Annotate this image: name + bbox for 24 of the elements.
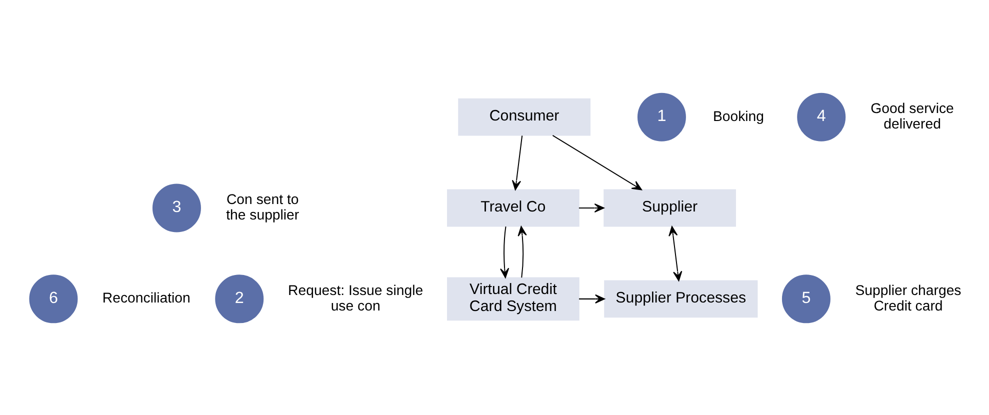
- node-box: Supplier: [603, 188, 736, 226]
- node-circle: 2: [214, 274, 264, 323]
- arrow: [511, 135, 522, 190]
- arrow: [500, 226, 509, 278]
- node-circle: 1: [636, 92, 686, 141]
- arrow: [578, 294, 604, 304]
- node-circle: 4: [796, 92, 846, 141]
- node-label: Con sent to the supplier: [226, 190, 299, 222]
- node-circle: 3: [152, 183, 200, 232]
- node-label: Reconciliation: [102, 289, 190, 306]
- node-box: Virtual Credit Card System: [446, 276, 579, 320]
- node-box: Supplier Processes: [604, 280, 758, 318]
- arrow: [578, 202, 604, 212]
- node-circle: 5: [781, 274, 830, 323]
- node-label: Good service delivered: [870, 100, 954, 131]
- node-label: Request: Issue single use con: [288, 282, 423, 313]
- node-label: Booking: [712, 107, 764, 124]
- node-box: Consumer: [458, 98, 590, 136]
- node-circle: 6: [28, 274, 78, 323]
- arrow: [517, 226, 526, 278]
- node-label: Supplier charges Credit card: [854, 282, 961, 313]
- arrow: [552, 134, 642, 190]
- arrow: [668, 226, 682, 281]
- node-box: Travel Co: [446, 188, 579, 226]
